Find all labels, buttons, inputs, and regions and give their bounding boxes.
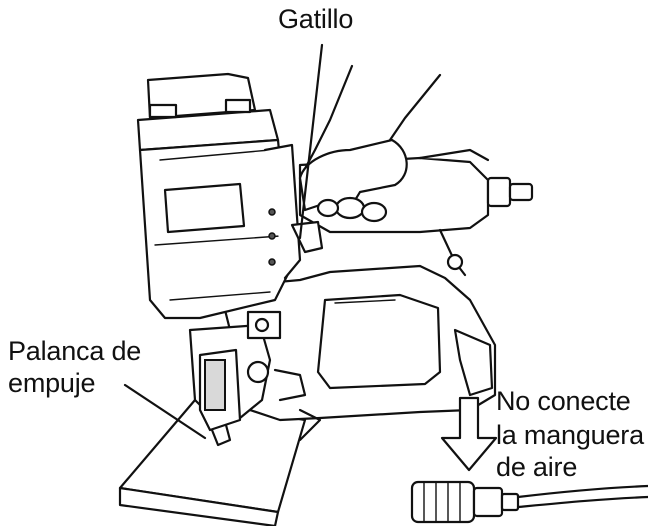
leader-lines	[123, 43, 324, 440]
push-lever-leader-line	[123, 383, 207, 440]
wood-board	[118, 398, 307, 528]
hand-illustration	[298, 64, 442, 223]
warning-label-line2: la manguera	[496, 420, 644, 450]
warning-label-line1: No conecte	[496, 386, 631, 416]
air-hose-coupler	[410, 480, 648, 524]
warning-label-line3: de aire	[496, 452, 578, 482]
trigger-leader-line	[298, 43, 324, 240]
trigger	[290, 220, 324, 254]
push-lever-label-line2: empuje	[8, 368, 96, 398]
trigger-label: Gatillo	[278, 4, 354, 34]
down-arrow-icon	[440, 396, 498, 472]
cylinder-head	[136, 72, 302, 320]
nose-assembly	[188, 310, 307, 447]
magazine-body	[223, 264, 497, 442]
push-lever-label-line1: Palanca de	[8, 336, 142, 366]
